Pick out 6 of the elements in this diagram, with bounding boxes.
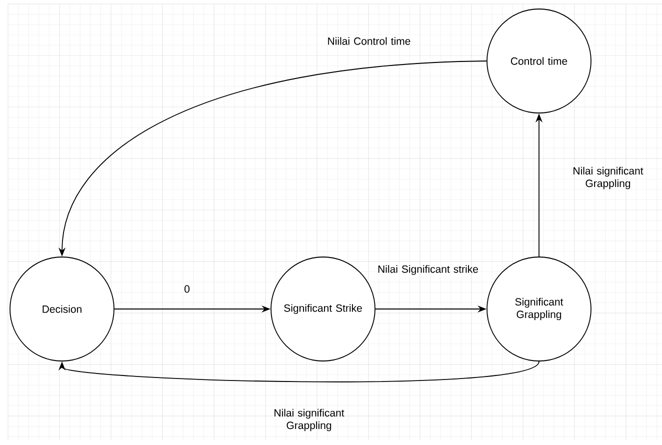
edge-label: Niilai Control time: [328, 37, 410, 45]
edge-label: 0: [184, 285, 190, 293]
edge-label: Nilai Significant strike: [378, 265, 478, 275]
edge-label: Nilai significant Grappling: [274, 408, 344, 432]
edge-label: Nilai significant Grappling: [574, 166, 644, 190]
arrow: [58, 361, 540, 382]
